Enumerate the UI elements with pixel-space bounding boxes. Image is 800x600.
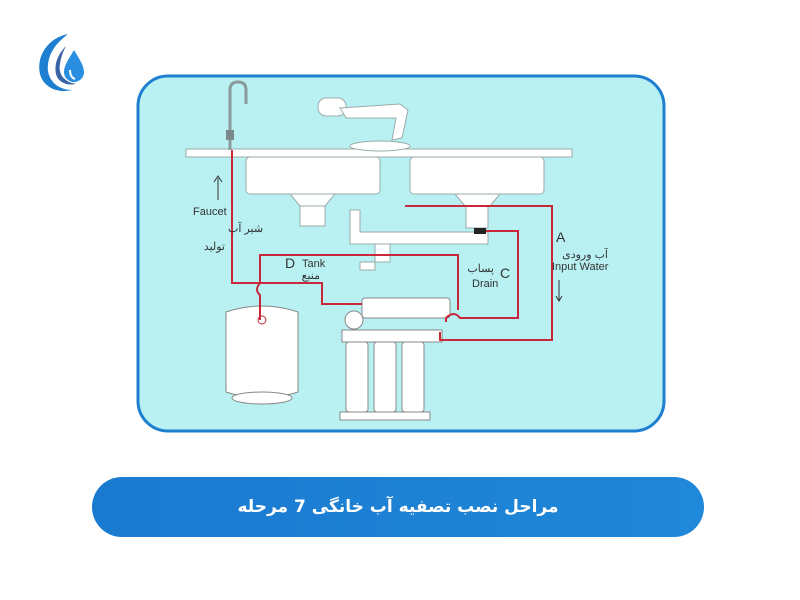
tank-label: Tank [302,258,326,270]
input-label-fa: آب ورودی [562,248,609,261]
storage-tank [225,305,299,405]
faucet-label-fa-2: تولید [204,241,225,253]
title-banner: مراحل نصب تصفیه آب خانگی 7 مرحله [92,477,704,537]
label-c: C [500,265,510,281]
water-drop-logo [39,34,84,92]
sink [185,97,573,271]
tank-label-fa: منبع [302,270,320,282]
filter-unit [339,297,451,421]
input-label: Input Water [552,261,609,273]
label-d: D [285,255,295,271]
water-pipes [231,150,553,341]
drain-label-fa: پساب [467,263,494,275]
banner-title: مراحل نصب تصفیه آب خانگی 7 مرحله [237,497,559,517]
faucet-label: Faucet [193,206,227,218]
drain-label: Drain [472,278,498,290]
faucet-label-fa: شیر آب [228,222,263,235]
label-a: A [556,229,566,245]
ro-faucet [228,80,248,150]
